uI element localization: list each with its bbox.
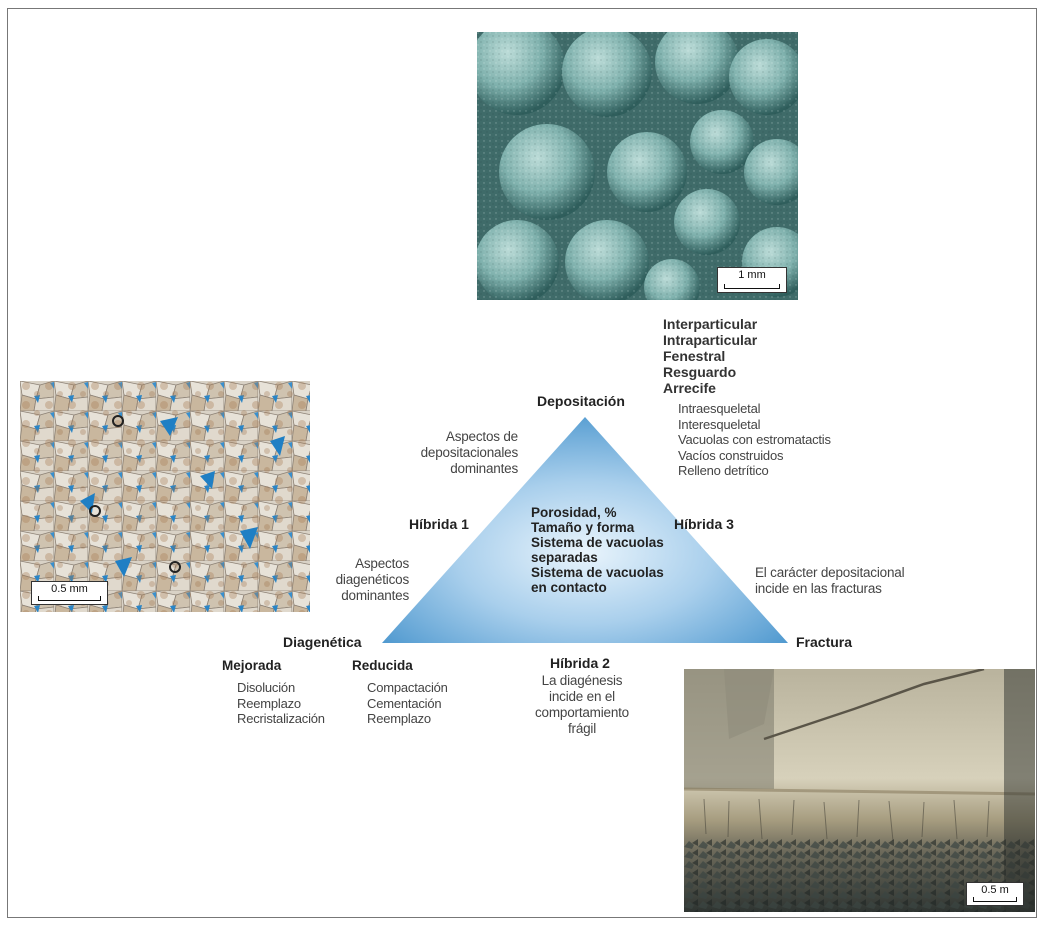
- outcrop-photo: [684, 669, 1035, 912]
- reef-sub-estromatactis: Vacuolas con estromatactis: [678, 432, 831, 447]
- frac-dep-line-2: incide en las fracturas: [755, 581, 882, 596]
- frac-diag-line-4: frágil: [567, 721, 597, 736]
- center-line-size-shape: Tamaño y forma: [531, 520, 635, 535]
- improved-reemplazo: Reemplazo: [237, 695, 301, 711]
- center-line-touching-2: en contacto: [531, 580, 607, 595]
- dep-type-arrecife: Arrecife: [663, 380, 716, 396]
- reduced-list: Compactación Cementación Reemplazo: [367, 680, 448, 727]
- scale-label-left: 0.5 mm: [51, 583, 88, 595]
- frac-diag-line-3: comportamiento: [535, 705, 629, 720]
- reduced-reemplazo: Reemplazo: [367, 711, 431, 726]
- scale-line-left: [38, 596, 101, 601]
- scale-line-bottom: [973, 897, 1017, 902]
- vertex-diagenetica: Diagenética: [283, 634, 362, 650]
- diag-aspects-line-3: dominantes: [341, 588, 409, 603]
- center-line-porosity: Porosidad, %: [531, 505, 617, 520]
- hybrid-3-label: Híbrida 3: [674, 516, 734, 532]
- scale-label-top: 1 mm: [738, 269, 766, 281]
- dep-type-intraparticular: Intraparticular: [663, 332, 758, 348]
- reduced-title: Reducida: [352, 658, 413, 673]
- improved-title: Mejorada: [222, 658, 282, 673]
- frac-diag-line-2: incide en el: [549, 689, 615, 704]
- thin-section-photo: [20, 381, 310, 612]
- improved-recristalizacion: Recristalización: [237, 711, 325, 726]
- depositional-aspects-text: Aspectos de depositacionales dominantes: [400, 429, 519, 477]
- reef-sub-vacios: Vacíos construidos: [678, 447, 784, 463]
- hybrid-2-label: Híbrida 2: [550, 655, 610, 671]
- improved-disolucion: Disolución: [237, 680, 295, 695]
- center-line-touching-1: Sistema de vacuolas: [531, 565, 664, 580]
- porosity-triangle: [382, 417, 788, 643]
- scale-bar-top: 1 mm: [717, 267, 787, 293]
- oolite-photo: [477, 32, 798, 300]
- scale-label-bottom: 0.5 m: [981, 884, 1009, 896]
- reef-sub-interesqueletal: Interesqueletal: [678, 416, 761, 432]
- dep-type-fenestral: Fenestral: [663, 348, 726, 364]
- reduced-compactacion: Compactación: [367, 680, 448, 695]
- fracture-depositional-text: El carácter depositacional incide en las…: [755, 565, 905, 597]
- reduced-cementacion: Cementación: [367, 695, 442, 711]
- dep-type-resguardo: Resguardo: [663, 364, 737, 380]
- diag-aspects-line-2: diagenéticos: [335, 572, 410, 587]
- dep-aspects-line-1: Aspectos de: [445, 429, 518, 444]
- triangle-center-text: Porosidad, % Tamaño y forma Sistema de v…: [531, 505, 664, 595]
- center-line-separate-1: Sistema de vacuolas: [531, 535, 664, 550]
- dep-type-interparticular: Interparticular: [663, 316, 758, 332]
- center-line-separate-2: separadas: [531, 550, 598, 565]
- frac-dep-line-1: El carácter depositacional: [755, 565, 905, 580]
- depositional-types-list: Interparticular Intraparticular Fenestra…: [663, 316, 757, 396]
- vertex-fractura: Fractura: [796, 634, 853, 650]
- fracture-diagenetic-text: La diagénesis incide en el comportamient…: [522, 673, 642, 737]
- dep-aspects-line-2: depositacionales: [420, 445, 519, 460]
- vertex-depositacion: Depositación: [537, 393, 625, 409]
- hybrid-1-label: Híbrida 1: [409, 516, 469, 532]
- diag-aspects-line-1: Aspectos: [355, 556, 409, 571]
- scale-bar-bottom: 0.5 m: [966, 882, 1024, 906]
- improved-list: Disolución Reemplazo Recristalización: [237, 680, 325, 727]
- scale-line-top: [724, 284, 780, 289]
- frac-diag-line-1: La diagénesis: [541, 673, 623, 688]
- diagenetic-aspects-text: Aspectos diagenéticos dominantes: [310, 556, 410, 604]
- reef-subtypes-list: Intraesqueletal Interesqueletal Vacuolas…: [678, 401, 831, 479]
- dep-aspects-line-3: dominantes: [450, 461, 518, 476]
- triangle-shape: [382, 417, 788, 643]
- scale-bar-left: 0.5 mm: [31, 581, 108, 605]
- reef-sub-intraesqueletal: Intraesqueletal: [678, 401, 761, 416]
- reef-sub-relleno: Relleno detrítico: [678, 463, 769, 478]
